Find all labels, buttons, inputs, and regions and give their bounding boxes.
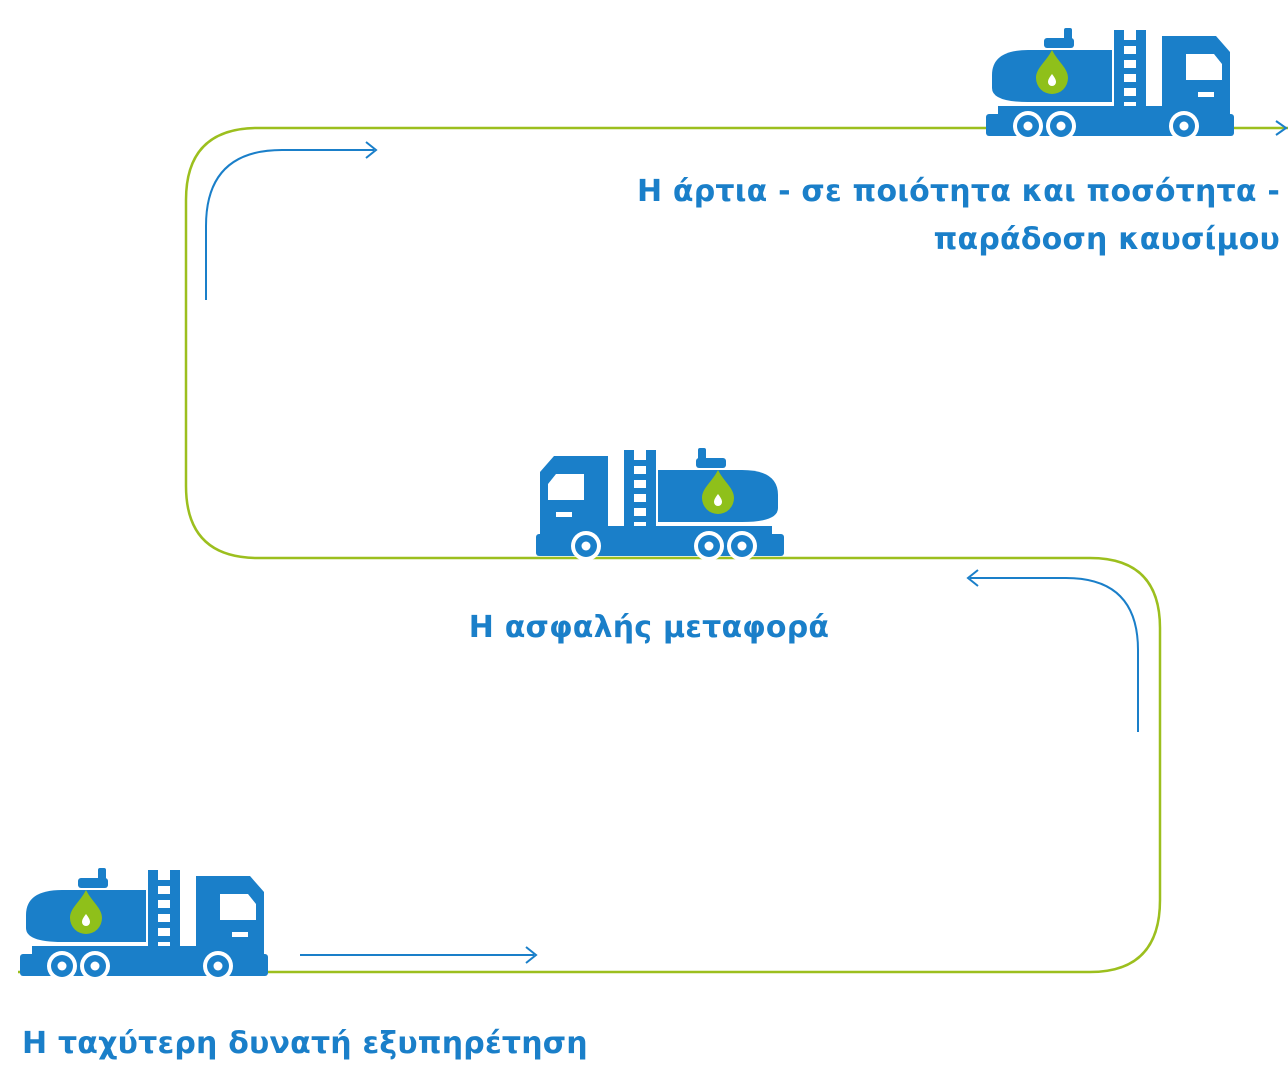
fuel-tanker-truck-icon xyxy=(536,448,784,561)
fuel-tanker-truck-icon xyxy=(986,28,1234,141)
fuel-tanker-truck-icon xyxy=(20,868,268,981)
direction-arrow-icon xyxy=(966,569,1139,732)
step-label-quality-delivery: Η άρτια - σε ποιότητα και ποσότητα - παρ… xyxy=(637,168,1280,264)
direction-arrow-icon xyxy=(300,946,538,964)
step-label-safe-transport: Η ασφαλής μεταφορά xyxy=(468,610,830,645)
direction-arrow-icon xyxy=(205,141,378,300)
direction-arrow-icon xyxy=(1275,120,1288,136)
step-label-line: παράδοση καυσίμου xyxy=(933,222,1280,257)
step-label-fast-service: Η ταχύτερη δυνατή εξυπηρέτηση xyxy=(22,1026,588,1061)
step-label-line: Η άρτια - σε ποιότητα και ποσότητα - xyxy=(636,174,1280,209)
route-path xyxy=(18,126,1288,974)
